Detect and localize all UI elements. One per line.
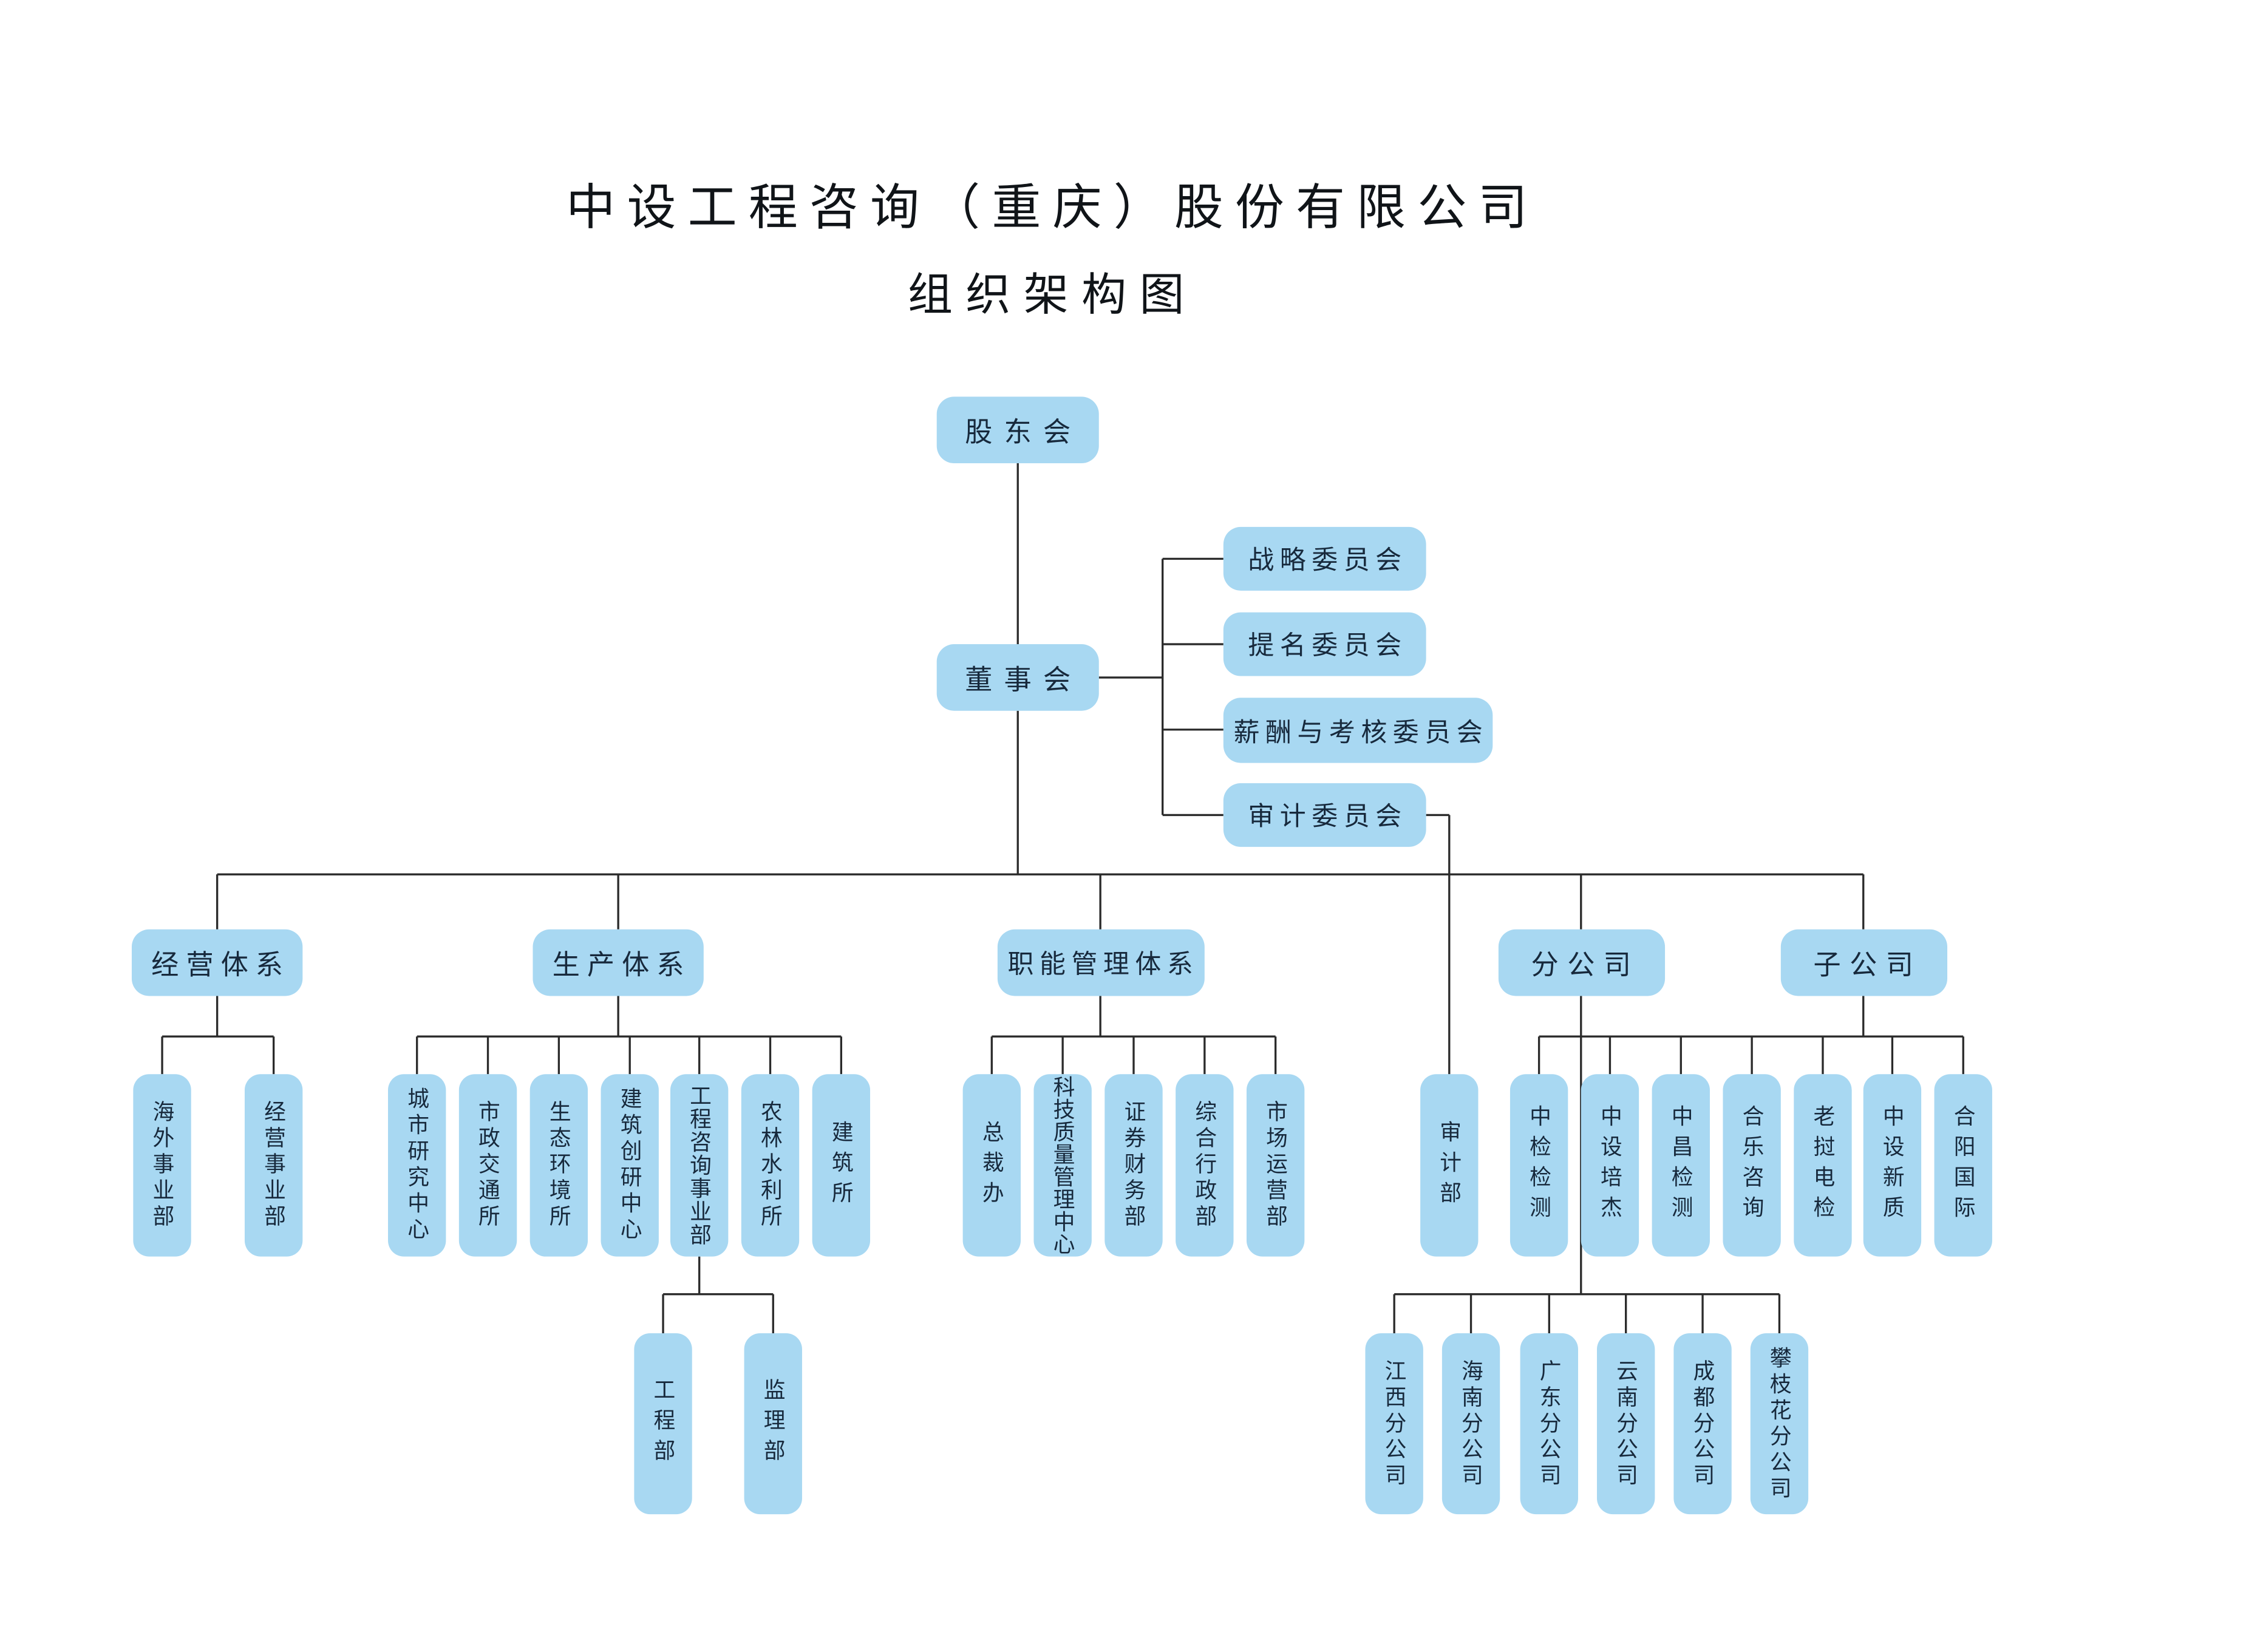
node-label: 子公司 — [1813, 950, 1922, 981]
company-title: 中设工程咨询（重庆）股份有限公司 — [566, 182, 1539, 236]
node-label: 科技质量管理中心 — [1050, 1075, 1074, 1256]
market-operations-dept: 市场运营部 — [1246, 1074, 1305, 1257]
node-label: 中昌检测 — [1669, 1104, 1692, 1226]
subsidiaries: 子公司 — [1780, 929, 1947, 996]
node-label: 市场运营部 — [1263, 1100, 1287, 1231]
node-label: 农林水利所 — [758, 1100, 781, 1231]
functional-management-system: 职能管理体系 — [996, 929, 1204, 996]
node-label: 工程部 — [650, 1378, 674, 1470]
board-of-directors: 董事会 — [936, 644, 1099, 711]
node-label: 建筑创研中心 — [617, 1087, 641, 1244]
eco-environment-institute: 生态环境所 — [529, 1074, 588, 1257]
zhongshe-peijie: 中设培杰 — [1581, 1074, 1639, 1257]
general-administration-dept: 综合行政部 — [1176, 1074, 1234, 1257]
audit-committee: 审计委员会 — [1223, 783, 1426, 847]
node-label: 海南分公司 — [1458, 1358, 1482, 1489]
architecture-innovation-center: 建筑创研中心 — [601, 1074, 659, 1257]
chengdu-branch: 成都分公司 — [1673, 1333, 1732, 1515]
supervision-dept: 监理部 — [744, 1333, 802, 1515]
node-label: 审计部 — [1437, 1120, 1460, 1211]
node-label: 攀枝花分公司 — [1767, 1345, 1791, 1502]
strategy-committee: 战略委员会 — [1223, 526, 1426, 591]
node-label: 老挝电检 — [1810, 1104, 1834, 1226]
audit-department: 审计部 — [1420, 1074, 1479, 1257]
production-system: 生产体系 — [533, 929, 704, 996]
node-label: 海外事业部 — [149, 1100, 173, 1231]
chart-subtitle: 组织架构图 — [908, 269, 1197, 320]
node-label: 江西分公司 — [1381, 1358, 1406, 1489]
node-label: 审计委员会 — [1248, 801, 1407, 831]
node-label: 广东分公司 — [1537, 1358, 1561, 1489]
hainan-branch: 海南分公司 — [1441, 1333, 1500, 1515]
node-label: 工程咨询事业部 — [687, 1084, 710, 1246]
guangdong-branch: 广东分公司 — [1520, 1333, 1578, 1515]
node-label: 股东会 — [965, 417, 1083, 448]
tech-quality-management-center: 科技质量管理中心 — [1033, 1074, 1092, 1257]
urban-research-center: 城市研究中心 — [388, 1074, 446, 1257]
node-label: 监理部 — [761, 1378, 785, 1470]
engineering-dept: 工程部 — [634, 1333, 692, 1515]
laos-power-inspection: 老挝电检 — [1794, 1074, 1852, 1257]
node-label: 战略委员会 — [1248, 545, 1407, 575]
node-label: 董事会 — [965, 665, 1083, 696]
node-label: 证券财务部 — [1121, 1100, 1145, 1231]
node-label: 合乐咨询 — [1739, 1104, 1763, 1226]
architecture-institute: 建筑所 — [812, 1074, 871, 1257]
node-label: 综合行政部 — [1192, 1100, 1216, 1231]
securities-finance-dept: 证券财务部 — [1104, 1074, 1163, 1257]
overseas-division: 海外事业部 — [133, 1074, 191, 1257]
node-label: 生态环境所 — [546, 1100, 570, 1231]
node-label: 建筑所 — [829, 1120, 853, 1211]
yunnan-branch: 云南分公司 — [1596, 1333, 1655, 1515]
engineering-consulting-division: 工程咨询事业部 — [670, 1074, 729, 1257]
node-label: 薪酬与考核委员会 — [1233, 717, 1489, 747]
panzhihua-branch: 攀枝花分公司 — [1750, 1333, 1809, 1515]
presidents-office: 总裁办 — [962, 1074, 1021, 1257]
node-label: 云南分公司 — [1613, 1358, 1637, 1489]
node-label: 经营体系 — [151, 950, 291, 981]
nomination-committee: 提名委员会 — [1223, 612, 1426, 676]
jiangxi-branch: 江西分公司 — [1365, 1333, 1423, 1515]
zhongchang-testing: 中昌检测 — [1652, 1074, 1710, 1257]
node-label: 生产体系 — [552, 950, 692, 981]
municipal-transport-institute: 市政交通所 — [458, 1074, 517, 1257]
node-label: 合阳国际 — [1950, 1104, 1975, 1226]
node-label: 成都分公司 — [1690, 1358, 1714, 1489]
node-label: 中设培杰 — [1598, 1104, 1621, 1226]
node-label: 城市研究中心 — [404, 1087, 428, 1244]
zhongshe-xinzhi: 中设新质 — [1863, 1074, 1922, 1257]
hele-consulting: 合乐咨询 — [1723, 1074, 1781, 1257]
node-label: 中检检测 — [1527, 1104, 1550, 1226]
agriculture-forestry-water-institute: 农林水利所 — [741, 1074, 800, 1257]
heyang-international: 合阳国际 — [1934, 1074, 1992, 1257]
node-label: 职能管理体系 — [1007, 950, 1199, 979]
branch-companies: 分公司 — [1497, 929, 1664, 996]
node-label: 中设新质 — [1880, 1104, 1904, 1226]
node-label: 提名委员会 — [1248, 631, 1407, 661]
node-label: 市政交通所 — [475, 1100, 499, 1231]
node-label: 经营事业部 — [261, 1100, 285, 1231]
shareholders-meeting: 股东会 — [936, 396, 1099, 464]
node-label: 分公司 — [1531, 950, 1640, 981]
node-label: 总裁办 — [979, 1120, 1003, 1211]
business-system: 经营体系 — [131, 929, 303, 996]
operations-division: 经营事业部 — [244, 1074, 303, 1257]
zhongjian-testing: 中检检测 — [1510, 1074, 1568, 1257]
compensation-assessment-committee: 薪酬与考核委员会 — [1223, 698, 1493, 763]
